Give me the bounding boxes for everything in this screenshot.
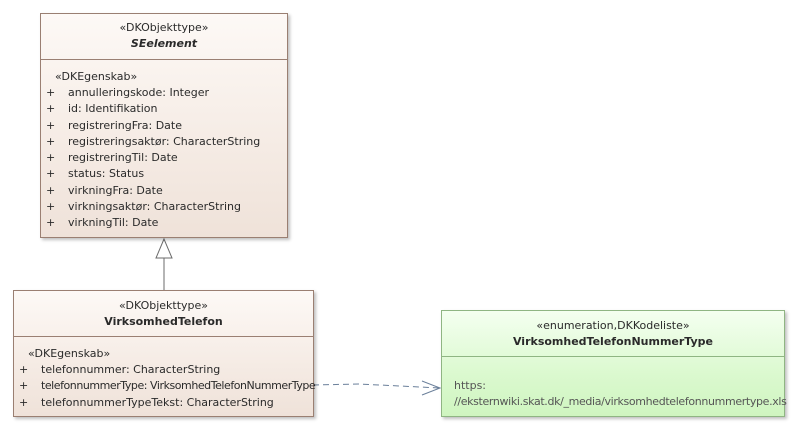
class-header: «enumeration,DKKodeliste» VirksomhedTele…: [442, 311, 784, 357]
class-header: «DKObjekttype» VirksomhedTelefon: [14, 291, 313, 337]
attribute-list: +annulleringskode: Integer +id: Identifi…: [46, 85, 283, 232]
attribute-row[interactable]: +telefonnummer: CharacterString: [19, 363, 221, 376]
attribute-row[interactable]: +telefonnummerTypeTekst: CharacterString: [19, 395, 274, 409]
attribute-row[interactable]: +virkningFra: Date: [46, 183, 163, 197]
class-seelement[interactable]: «DKObjekttype» SEelement «DKEgenskab» +a…: [40, 13, 288, 238]
attribute-row[interactable]: +virkningsaktør: CharacterString: [46, 200, 241, 214]
enumeration-note-line1: https:: [454, 379, 487, 392]
class-virksomhedtelefonnummertype[interactable]: «enumeration,DKKodeliste» VirksomhedTele…: [441, 310, 787, 417]
dependency-line: [312, 383, 441, 389]
attribute-list: +telefonnummer: CharacterString +telefon…: [19, 362, 316, 411]
attribute-row[interactable]: +id: Identifikation: [46, 102, 158, 116]
class-name: SEelement: [130, 37, 198, 50]
class-virksomhedtelefon[interactable]: «DKObjekttype» VirksomhedTelefon «DKEgen…: [13, 290, 316, 417]
attribute-row[interactable]: +registreringFra: Date: [46, 118, 182, 132]
class-stereotype: «DKObjekttype»: [119, 21, 209, 34]
attribute-row[interactable]: +virkningTil: Date: [46, 216, 159, 230]
class-header: «DKObjekttype» SEelement: [41, 14, 287, 60]
class-stereotype: «DKObjekttype»: [118, 299, 209, 312]
attribute-section-stereotype: «DKEgenskab»: [55, 70, 138, 83]
class-name: VirksomhedTelefon: [104, 315, 223, 328]
attribute-row[interactable]: +annulleringskode: Integer: [46, 86, 210, 99]
dependency-arrowhead: [421, 380, 442, 396]
enumeration-note-line2: //eksternwiki.skat.dk/_media/virksomhedt…: [454, 395, 787, 408]
class-stereotype: «enumeration,DKKodeliste»: [536, 319, 690, 332]
attribute-row[interactable]: +telefonnummerType: VirksomhedTelefonNum…: [19, 379, 316, 393]
generalization-arrowhead: [155, 237, 173, 259]
class-name: VirksomhedTelefonNummerType: [512, 335, 714, 348]
attribute-row[interactable]: +status: Status: [46, 167, 145, 181]
attribute-row[interactable]: +registreringsaktør: CharacterString: [46, 134, 261, 148]
attribute-section-stereotype: «DKEgenskab»: [28, 347, 111, 360]
attribute-row[interactable]: +registreringTil: Date: [46, 151, 178, 165]
